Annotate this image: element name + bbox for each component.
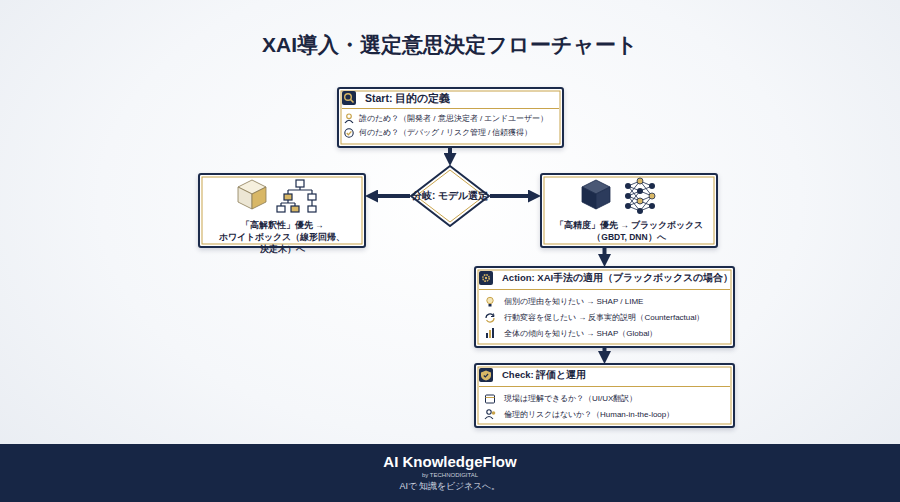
box-line: 倫理的リスクはないか？（Human-in-the-loop） <box>476 407 733 423</box>
neural-network-icon-part <box>637 188 643 194</box>
person-gear-icon-part <box>487 410 491 414</box>
brand-byline: by TECHNODIGITAL <box>0 471 900 479</box>
cycle-icon-part <box>487 318 495 322</box>
brand-name: AI KnowledgeFlow <box>0 453 900 471</box>
diamond-shape <box>411 166 489 226</box>
decision-tree-icon-part <box>284 194 292 200</box>
magnifier-icon-part <box>351 100 354 103</box>
neural-network-icon <box>625 178 655 214</box>
decision-tree-icon-part <box>291 206 299 212</box>
bar-chart-icon-part <box>486 333 488 338</box>
window-icon-part <box>486 397 495 398</box>
diamond-label: 分岐: モデル選定 <box>410 165 490 227</box>
black-cube-icon-part <box>582 180 610 194</box>
neural-network-icon-part <box>649 183 655 189</box>
shield-icon <box>479 368 493 382</box>
decision-tree-icon-part <box>308 206 316 212</box>
neural-network-icon-part <box>649 203 655 209</box>
neural-network-icon-part <box>637 198 643 204</box>
check-box: Check: 評価と運用現場は理解できるか？（UI/UX翻訳）倫理的リスクはない… <box>474 363 735 428</box>
model-option-box: 「高精度」優先 → ブラックボックス（GBDT, DNN）へ <box>540 173 718 248</box>
cycle-icon-part <box>486 314 494 318</box>
box-line: 全体の傾向を知りたい → SHAP（Global） <box>476 326 733 342</box>
shield-icon-part <box>484 374 488 377</box>
gear-icon-part <box>483 275 489 281</box>
chart-title: XAI導入・選定意思決定フローチャート <box>0 31 900 59</box>
bulb-icon-part <box>487 297 493 303</box>
person-icon <box>345 114 353 123</box>
person-icon-part <box>345 120 353 123</box>
box-line: 現場は理解できるか？（UI/UX翻訳） <box>476 391 733 407</box>
magnifier-icon-part <box>342 91 356 105</box>
black-cube-icon <box>582 180 610 209</box>
neural-network-icon-part <box>628 181 652 211</box>
brand-tagline: AIで 知識をビジネスへ。 <box>0 479 900 493</box>
cycle-icon <box>486 314 494 323</box>
check-icon-part <box>347 131 352 134</box>
box-line: 個別の理由を知りたい → SHAP / LIME <box>476 294 733 310</box>
box-heading: Check: 評価と運用 <box>479 365 730 387</box>
white-cube-icon-part <box>252 187 266 209</box>
window-icon-part <box>486 395 495 403</box>
person-icon-part <box>347 114 352 119</box>
box-label: 「高解釈性」優先 → ホワイトボックス（線形回帰、決定木）へ <box>204 219 360 255</box>
flow-arrow <box>490 194 532 198</box>
footer-band: AI KnowledgeFlowby TECHNODIGITALAIで 知識をビ… <box>0 444 900 502</box>
box-line: 誰のため？（開発者 / 意思決定者 / エンドユーザー） <box>339 112 562 126</box>
shield-icon-part <box>479 368 493 382</box>
white-cube-icon-part <box>238 180 266 194</box>
neural-network-icon-part <box>625 193 631 199</box>
decision-tree-icon-part <box>296 180 304 187</box>
magnifier-icon <box>342 91 356 105</box>
black-cube-icon-part <box>582 187 596 209</box>
bulb-icon-part <box>489 304 492 307</box>
flow-arrow <box>374 194 410 198</box>
bar-chart-icon-part <box>489 330 491 338</box>
black-cube-icon-part <box>596 187 610 209</box>
shield-icon-part <box>481 371 491 381</box>
box-label: 「高精度」優先 → ブラックボックス（GBDT, DNN）へ <box>546 219 712 243</box>
person-gear-icon-part <box>485 417 493 420</box>
check-icon <box>345 129 353 137</box>
flow-arrow <box>603 248 607 258</box>
flow-arrow <box>448 148 452 157</box>
magnifier-icon-part <box>345 94 352 101</box>
box-line: 何のため？（デバッグ / リスク管理 / 信頼獲得） <box>339 126 562 140</box>
neural-network-icon-part <box>625 183 631 189</box>
model-option-box: 「高解釈性」優先 → ホワイトボックス（線形回帰、決定木）へ <box>198 173 366 248</box>
decision-tree-icon <box>277 180 316 212</box>
decision-diamond: 分岐: モデル選定 <box>410 165 490 227</box>
action-box: Action: XAI手法の適用（ブラックボックスの場合） 個別の理由を知りたい … <box>474 266 735 348</box>
neural-network-icon-part <box>637 178 643 184</box>
decision-tree-icon-part <box>281 187 312 206</box>
window-icon <box>486 395 495 403</box>
box-heading: Action: XAI手法の適用（ブラックボックスの場合） <box>479 268 730 290</box>
neural-network-icon-part <box>649 193 655 199</box>
gear-icon-part <box>479 271 493 285</box>
decision-tree-icon-part <box>308 194 316 200</box>
white-cube-icon <box>238 180 266 209</box>
bar-chart-icon-part <box>492 328 494 338</box>
bulb-icon <box>487 297 493 306</box>
white-cube-icon-part <box>238 187 252 209</box>
person-gear-icon <box>485 410 495 419</box>
flow-arrow <box>603 348 607 355</box>
box-heading: Start: 目的の定義 <box>342 89 559 109</box>
gear-icon-part <box>485 277 487 279</box>
bar-chart-icon <box>486 328 494 338</box>
gear-icon <box>479 271 493 285</box>
neural-network-icon-part <box>625 203 631 209</box>
box-line: 行動変容を促したい → 反事実的説明（Counterfactual） <box>476 310 733 326</box>
neural-network-icon-part <box>637 208 643 214</box>
start-box: Start: 目的の定義誰のため？（開発者 / 意思決定者 / エンドユーザー）… <box>337 87 564 148</box>
cycle-icon-part <box>491 314 494 317</box>
check-icon-part <box>345 129 353 137</box>
person-gear-icon-part <box>492 411 496 415</box>
decision-tree-icon-part <box>277 206 285 212</box>
